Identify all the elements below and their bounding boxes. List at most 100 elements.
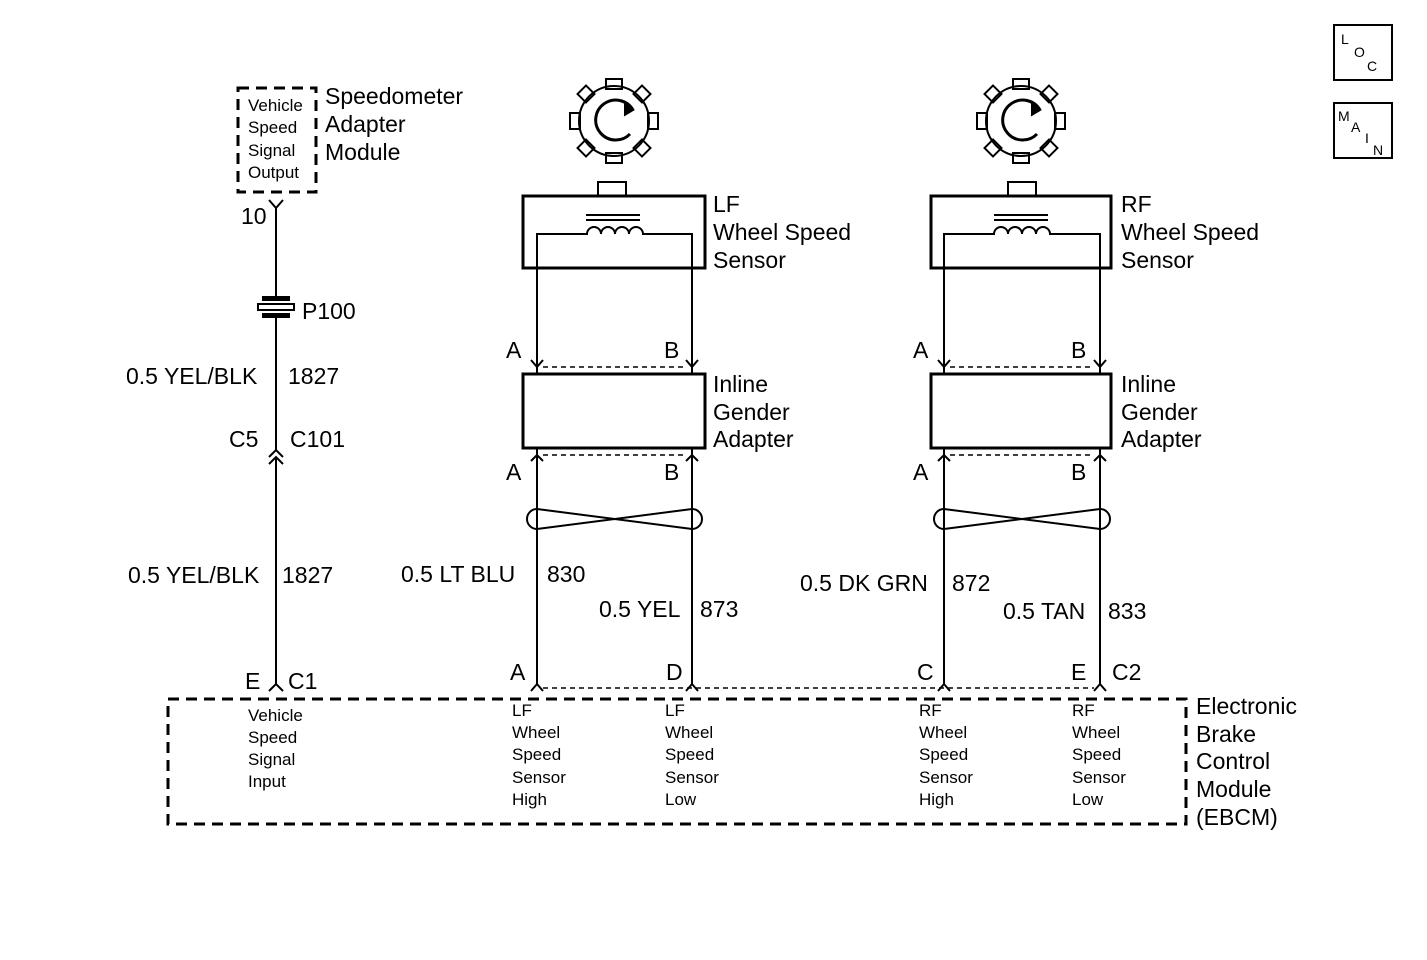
speedometer-adapter-module: Vehicle Speed Signal Output Speedometer … (236, 83, 463, 229)
svg-text:Input: Input (248, 772, 286, 791)
adapter-output-line-4: Output (248, 163, 299, 182)
lf-tone-wheel-icon (569, 78, 659, 164)
ebcm-pin-a: A (510, 659, 526, 685)
rf-sensor-stem (1007, 181, 1037, 197)
svg-text:Wheel: Wheel (919, 723, 967, 742)
svg-text:Sensor: Sensor (665, 768, 719, 787)
svg-text:Speed: Speed (512, 745, 561, 764)
svg-text:Speed: Speed (1072, 745, 1121, 764)
lf-sensor-coil-icon (536, 214, 693, 342)
lf-sensor-title-3: Sensor (713, 247, 786, 273)
rf-twisted-pair: 0.5 DK GRN 872 0.5 TAN 833 C E C2 (800, 455, 1146, 692)
ebcm-input-vss: Vehicle Speed Signal Input (248, 706, 303, 791)
rf-tone-wheel-icon (976, 78, 1066, 164)
speedometer-adapter-box (236, 86, 318, 194)
svg-text:Signal: Signal (248, 750, 295, 769)
rf-high-circuit: 872 (952, 570, 990, 596)
main-nav-button[interactable]: M A I N (1333, 102, 1393, 159)
adapter-terminal-mark (268, 199, 284, 210)
vss-lower-circuit: 1827 (282, 562, 333, 588)
lf-sensor-body (521, 194, 707, 270)
rf-adapter-title-3: Adapter (1121, 426, 1202, 452)
lf-adapter-title-3: Adapter (713, 426, 794, 452)
splice-p100-icon (257, 296, 295, 318)
adapter-title-line-1: Speedometer (325, 83, 463, 109)
splice-label: P100 (302, 298, 356, 324)
svg-text:Speed: Speed (248, 728, 297, 747)
ebcm-title-5: (EBCM) (1196, 804, 1278, 830)
c101-pin-label: C5 (229, 426, 258, 452)
main-letter-m: M (1338, 108, 1350, 124)
svg-text:Low: Low (665, 790, 697, 809)
svg-text:High: High (512, 790, 547, 809)
svg-text:Wheel: Wheel (512, 723, 560, 742)
lf-adapter-pin-b: B (664, 459, 679, 485)
svg-text:Sensor: Sensor (919, 768, 973, 787)
main-letter-n: N (1373, 142, 1383, 158)
svg-text:Wheel: Wheel (1072, 723, 1120, 742)
c101-connector-label: C101 (290, 426, 345, 452)
rf-sensor-title-1: RF (1121, 191, 1152, 217)
rf-sensor-coil-icon (943, 214, 1101, 342)
rf-adapter-pin-b: B (1071, 459, 1086, 485)
lf-inline-gender-adapter: Inline Gender Adapter A B (506, 367, 794, 485)
loc-nav-button[interactable]: L O C (1333, 24, 1393, 81)
ebcm-input-lf-high: LF Wheel Speed Sensor High (512, 701, 566, 809)
loc-letter-l: L (1341, 31, 1349, 47)
lf-adapter-pin-a: A (506, 459, 522, 485)
svg-text:LF: LF (665, 701, 685, 720)
rf-adapter-body (929, 372, 1113, 450)
rf-adapter-title-2: Gender (1121, 399, 1198, 425)
svg-text:Speed: Speed (665, 745, 714, 764)
ebcm-input-rf-low: RF Wheel Speed Sensor Low (1072, 701, 1126, 809)
ebcm-module: Electronic Brake Control Module (EBCM) V… (166, 693, 1297, 830)
adapter-output-line-1: Vehicle (248, 96, 303, 115)
lf-high-color: 0.5 LT BLU (401, 561, 515, 587)
ebcm-pin-d: D (666, 659, 683, 685)
ebcm-pin-c: C (917, 659, 934, 685)
lf-adapter-title-1: Inline (713, 371, 768, 397)
rf-sensor-title-3: Sensor (1121, 247, 1194, 273)
adapter-title-line-2: Adapter (325, 111, 406, 137)
lf-twist-symbol (526, 507, 703, 531)
ebcm-input-lf-low: LF Wheel Speed Sensor Low (665, 701, 719, 809)
ebcm-input-rf-high: RF Wheel Speed Sensor High (919, 701, 973, 809)
rf-low-color: 0.5 TAN (1003, 598, 1085, 624)
ebcm-title-4: Module (1196, 776, 1271, 802)
svg-text:Low: Low (1072, 790, 1104, 809)
rf-low-circuit: 833 (1108, 598, 1146, 624)
ebcm-box (166, 697, 1188, 826)
svg-text:Wheel: Wheel (665, 723, 713, 742)
lf-sensor-title-2: Wheel Speed (713, 219, 851, 245)
lf-sensor-pin-b: B (664, 337, 679, 363)
svg-text:Speed: Speed (919, 745, 968, 764)
lf-adapter-body (521, 372, 707, 450)
vss-circuit: P100 0.5 YEL/BLK 1827 C5 C101 0.5 YEL/BL… (126, 199, 356, 694)
rf-wheel-speed-sensor: RF Wheel Speed Sensor A B (913, 78, 1259, 369)
svg-text:RF: RF (919, 701, 942, 720)
loc-letter-o: O (1354, 44, 1365, 60)
vss-upper-circuit: 1827 (288, 363, 339, 389)
vss-lower-color: 0.5 YEL/BLK (128, 562, 260, 588)
ebcm-title-2: Brake (1196, 721, 1256, 747)
ebcm-title-3: Control (1196, 748, 1270, 774)
rf-adapter-title-1: Inline (1121, 371, 1176, 397)
vss-upper-color: 0.5 YEL/BLK (126, 363, 258, 389)
adapter-pin-10: 10 (241, 203, 267, 229)
lf-high-circuit: 830 (547, 561, 585, 587)
adapter-output-line-3: Signal (248, 141, 295, 160)
lf-adapter-title-2: Gender (713, 399, 790, 425)
rf-sensor-pin-a: A (913, 337, 929, 363)
lf-twisted-pair: 0.5 LT BLU 830 0.5 YEL 873 A D (401, 455, 738, 692)
lf-low-circuit: 873 (700, 596, 738, 622)
loc-button-frame (1333, 24, 1393, 81)
adapter-title-line-3: Module (325, 139, 400, 165)
lf-sensor-title-1: LF (713, 191, 740, 217)
ebcm-pin-e-c1: E (245, 668, 260, 694)
ebcm-e-terminal-mark (268, 682, 284, 692)
lf-sensor-stem (597, 181, 627, 197)
lf-sensor-pin-a: A (506, 337, 522, 363)
ebcm-connector-c2: C2 (1112, 659, 1141, 685)
svg-text:RF: RF (1072, 701, 1095, 720)
svg-text:Vehicle: Vehicle (248, 706, 303, 725)
